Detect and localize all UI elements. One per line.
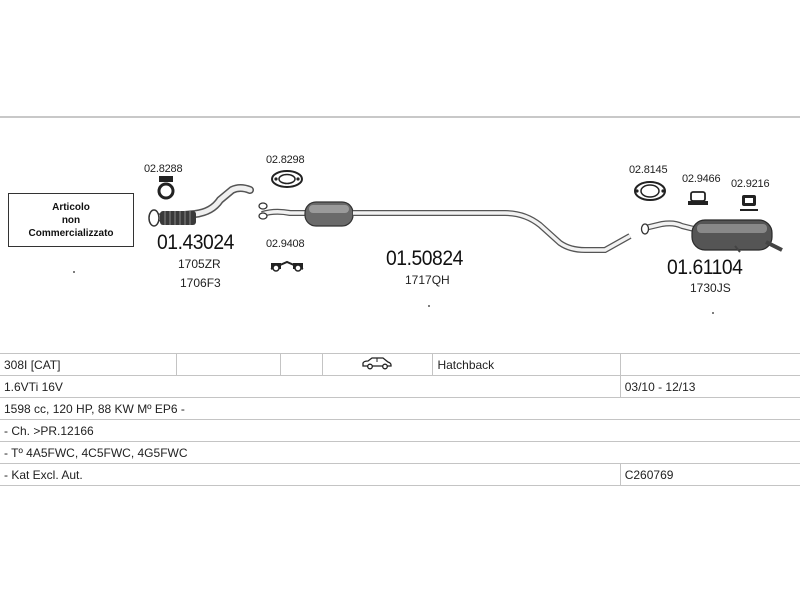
notice-line-1: Articolo (52, 201, 90, 213)
gasket-part-number: 02.8298 (266, 154, 305, 166)
clamp-part-number: 02.8145 (629, 164, 668, 176)
clamp-part-number: 02.8288 (144, 163, 183, 175)
engine-codes-cell: - Tº 4A5FWC, 4C5FWC, 4G5FWC (0, 441, 800, 464)
rubber-mount-icon[interactable] (688, 191, 708, 205)
engine-cell: 1.6VTi 16V (0, 375, 621, 398)
empty-cell (619, 353, 800, 376)
table-row: 1.6VTi 16V 03/10 - 12/13 (0, 375, 800, 398)
rear-silencer-part-number[interactable]: 01.61104 (667, 256, 743, 279)
mount-part-number: 02.9466 (682, 173, 721, 185)
center-silencer-drawing[interactable] (258, 201, 632, 253)
top-divider (0, 116, 800, 118)
table-row: - Tº 4A5FWC, 4C5FWC, 4G5FWC (0, 441, 800, 464)
dot-marker (712, 312, 714, 314)
hatchback-car-icon (362, 357, 393, 370)
rear-silencer-drawing[interactable] (640, 219, 783, 253)
table-row: - Kat Excl. Aut. C260769 (0, 463, 800, 486)
rear-silencer-oem-ref: 1730JS (690, 281, 731, 295)
period-cell: 03/10 - 12/13 (619, 375, 800, 398)
chassis-cell: - Ch. >PR.12166 (0, 419, 800, 442)
center-silencer-part-number[interactable]: 01.50824 (386, 247, 463, 270)
rubber-mount-icon[interactable] (270, 260, 304, 272)
clamp-icon[interactable] (634, 181, 666, 201)
dot-marker (73, 271, 75, 273)
note-cell: - Kat Excl. Aut. (0, 463, 621, 486)
table-row: 308I [CAT] Hatchback (0, 353, 800, 376)
not-commercialized-notice: Articolo non Commercializzato (8, 193, 134, 247)
front-pipe-oem-ref-2: 1706F3 (180, 276, 221, 290)
clamp-icon[interactable] (157, 176, 175, 200)
front-pipe-drawing[interactable] (148, 184, 254, 227)
gasket-icon[interactable] (271, 170, 303, 188)
mount-part-number: 02.9216 (731, 178, 770, 190)
vehicle-specs-table: 308I [CAT] Hatchback 1.6VTi 16V 03/10 - … (0, 353, 800, 486)
notice-line-2: non (61, 214, 81, 226)
table-row: - Ch. >PR.12166 (0, 419, 800, 442)
front-pipe-part-number[interactable]: 01.43024 (157, 231, 234, 254)
rubber-mount-icon[interactable] (740, 195, 758, 211)
notice-line-3: Commercializzato (28, 227, 114, 239)
empty-cell (279, 353, 323, 376)
dot-marker (428, 305, 430, 307)
mount-part-number: 02.9408 (266, 238, 305, 250)
front-pipe-oem-ref-1: 1705ZR (178, 257, 221, 271)
vehicle-icon-cell (321, 353, 434, 376)
center-silencer-oem-ref: 1717QH (405, 273, 450, 287)
ref-code-cell: C260769 (619, 463, 800, 486)
model-cell: 308I [CAT] (0, 353, 177, 376)
specs-cell: 1598 cc, 120 HP, 88 KW Mº EP6 - (0, 397, 800, 420)
table-row: 1598 cc, 120 HP, 88 KW Mº EP6 - (0, 397, 800, 420)
body-type-cell: Hatchback (432, 353, 621, 376)
empty-cell (175, 353, 281, 376)
